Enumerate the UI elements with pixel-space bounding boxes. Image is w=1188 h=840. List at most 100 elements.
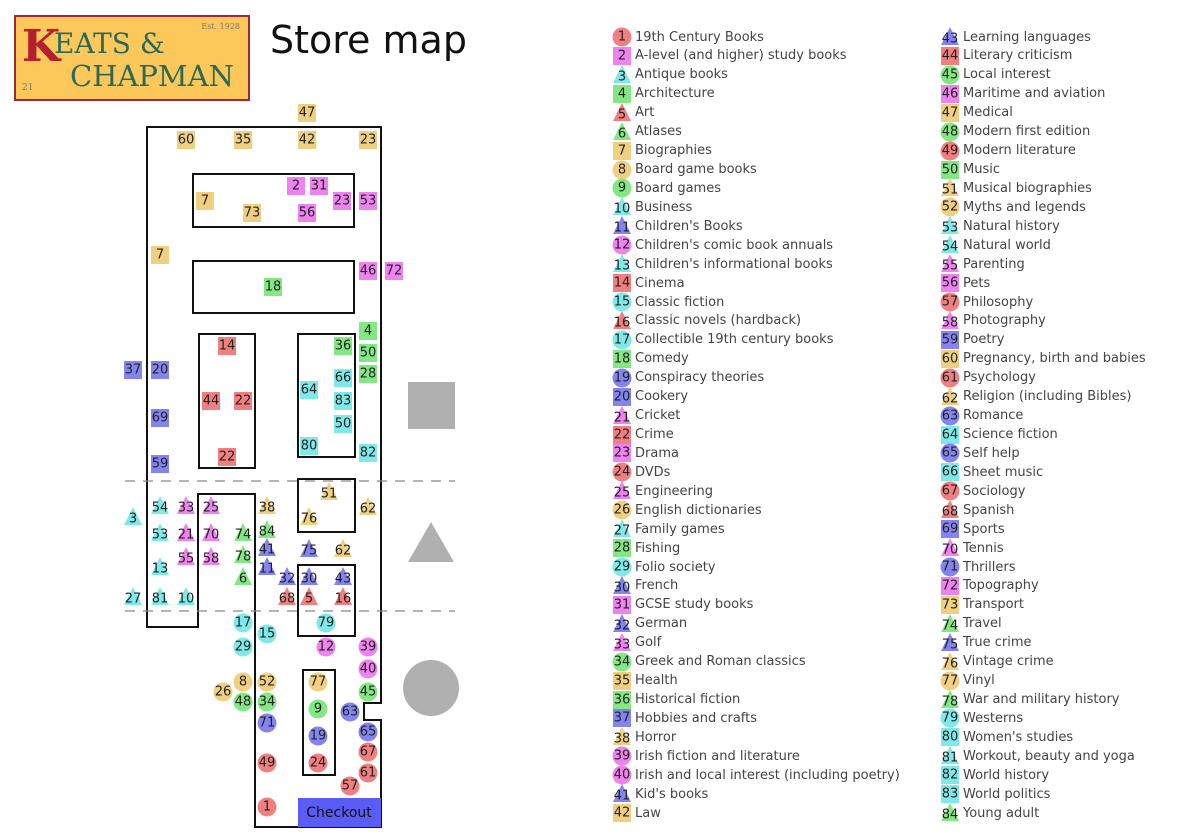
map-marker-64[interactable]: 64 bbox=[300, 381, 318, 399]
square-marker-icon bbox=[941, 766, 959, 785]
map-marker-19[interactable]: 19 bbox=[308, 726, 328, 746]
map-marker-3[interactable]: 3 bbox=[124, 507, 142, 527]
map-marker-12[interactable]: 12 bbox=[316, 637, 336, 657]
map-marker-41[interactable]: 41 bbox=[258, 538, 276, 558]
map-marker-28[interactable]: 28 bbox=[359, 365, 377, 383]
map-marker-53[interactable]: 53 bbox=[151, 523, 169, 543]
map-marker-7[interactable]: 7 bbox=[151, 246, 169, 264]
map-marker-25[interactable]: 25 bbox=[202, 496, 220, 516]
map-marker-27[interactable]: 27 bbox=[124, 587, 142, 607]
map-marker-10[interactable]: 10 bbox=[177, 587, 195, 607]
map-marker-13[interactable]: 13 bbox=[151, 557, 169, 577]
map-marker-1[interactable]: 1 bbox=[257, 797, 277, 817]
map-marker-58[interactable]: 58 bbox=[202, 547, 220, 567]
map-marker-81[interactable]: 81 bbox=[151, 587, 169, 607]
map-marker-84[interactable]: 84 bbox=[258, 520, 276, 540]
map-marker-68[interactable]: 68 bbox=[278, 587, 296, 607]
map-marker-18[interactable]: 18 bbox=[264, 278, 282, 296]
map-marker-15[interactable]: 15 bbox=[257, 624, 277, 644]
map-marker-82[interactable]: 82 bbox=[359, 444, 377, 462]
map-marker-38[interactable]: 38 bbox=[258, 496, 276, 516]
map-marker-71[interactable]: 71 bbox=[257, 713, 277, 733]
map-marker-11[interactable]: 11 bbox=[258, 557, 276, 577]
map-marker-39[interactable]: 39 bbox=[358, 637, 378, 657]
map-marker-48[interactable]: 48 bbox=[233, 692, 253, 712]
map-marker-26[interactable]: 26 bbox=[213, 682, 233, 702]
map-marker-74[interactable]: 74 bbox=[234, 523, 252, 543]
map-marker-77[interactable]: 77 bbox=[308, 672, 328, 692]
map-marker-49[interactable]: 49 bbox=[257, 753, 277, 773]
map-marker-51[interactable]: 51 bbox=[320, 482, 338, 502]
map-marker-43[interactable]: 43 bbox=[334, 567, 352, 587]
checkout-counter[interactable]: Checkout bbox=[298, 798, 381, 827]
map-marker-46[interactable]: 46 bbox=[359, 262, 377, 280]
map-marker-83[interactable]: 83 bbox=[334, 392, 352, 410]
map-marker-50[interactable]: 50 bbox=[359, 344, 377, 362]
map-marker-75[interactable]: 75 bbox=[300, 539, 318, 559]
map-marker-22[interactable]: 22 bbox=[234, 392, 252, 410]
map-marker-63[interactable]: 63 bbox=[340, 702, 360, 722]
map-marker-21[interactable]: 21 bbox=[177, 523, 195, 543]
map-marker-69[interactable]: 69 bbox=[151, 409, 169, 427]
map-marker-17[interactable]: 17 bbox=[233, 613, 253, 633]
map-marker-70[interactable]: 70 bbox=[202, 523, 220, 543]
map-marker-80[interactable]: 80 bbox=[300, 437, 318, 455]
map-marker-5[interactable]: 5 bbox=[300, 587, 318, 607]
map-marker-59[interactable]: 59 bbox=[151, 455, 169, 473]
map-marker-36[interactable]: 36 bbox=[334, 337, 352, 355]
map-marker-8[interactable]: 8 bbox=[233, 672, 253, 692]
map-marker-37[interactable]: 37 bbox=[124, 361, 142, 379]
triangle-marker-icon bbox=[151, 587, 169, 605]
triangle-marker-icon bbox=[177, 587, 195, 605]
map-marker-65[interactable]: 65 bbox=[358, 722, 378, 742]
map-marker-76[interactable]: 76 bbox=[300, 507, 318, 527]
map-marker-14[interactable]: 14 bbox=[218, 337, 236, 355]
legend-marker-icon: 74 bbox=[941, 613, 959, 633]
map-marker-42[interactable]: 42 bbox=[298, 131, 316, 149]
map-marker-35[interactable]: 35 bbox=[234, 131, 252, 149]
map-marker-30[interactable]: 30 bbox=[300, 567, 318, 587]
legend-marker-icon: 67 bbox=[940, 481, 960, 501]
map-marker-32[interactable]: 32 bbox=[278, 567, 296, 587]
map-marker-72[interactable]: 72 bbox=[385, 262, 403, 280]
map-marker-67[interactable]: 67 bbox=[358, 742, 378, 762]
map-marker-24[interactable]: 24 bbox=[308, 753, 328, 773]
map-marker-55[interactable]: 55 bbox=[177, 547, 195, 567]
map-marker-66[interactable]: 66 bbox=[334, 369, 352, 387]
map-marker-34[interactable]: 34 bbox=[257, 692, 277, 712]
map-marker-31[interactable]: 31 bbox=[310, 177, 328, 195]
map-marker-61[interactable]: 61 bbox=[358, 763, 378, 783]
map-marker-52[interactable]: 52 bbox=[257, 672, 277, 692]
map-marker-62[interactable]: 62 bbox=[359, 497, 377, 517]
map-marker-40[interactable]: 40 bbox=[358, 659, 378, 679]
map-marker-23[interactable]: 23 bbox=[333, 192, 351, 210]
legend-label: Westerns bbox=[963, 710, 1024, 726]
map-marker-56[interactable]: 56 bbox=[298, 204, 316, 222]
map-marker-20[interactable]: 20 bbox=[151, 361, 169, 379]
map-marker-29[interactable]: 29 bbox=[233, 637, 253, 657]
map-marker-53[interactable]: 53 bbox=[359, 192, 377, 210]
map-marker-6[interactable]: 6 bbox=[234, 567, 252, 587]
map-marker-73[interactable]: 73 bbox=[243, 204, 261, 222]
map-marker-57[interactable]: 57 bbox=[340, 776, 360, 796]
map-marker-9[interactable]: 9 bbox=[308, 699, 328, 719]
square-marker-icon bbox=[333, 192, 351, 210]
map-marker-33[interactable]: 33 bbox=[177, 496, 195, 516]
map-marker-54[interactable]: 54 bbox=[151, 496, 169, 516]
map-marker-22[interactable]: 22 bbox=[218, 448, 236, 466]
map-marker-60[interactable]: 60 bbox=[177, 131, 195, 149]
map-marker-4[interactable]: 4 bbox=[359, 322, 377, 340]
map-marker-45[interactable]: 45 bbox=[358, 682, 378, 702]
map-marker-23[interactable]: 23 bbox=[359, 131, 377, 149]
map-marker-44[interactable]: 44 bbox=[202, 392, 220, 410]
map-marker-62[interactable]: 62 bbox=[334, 539, 352, 559]
map-marker-2[interactable]: 2 bbox=[287, 177, 305, 195]
map-marker-79[interactable]: 79 bbox=[316, 613, 336, 633]
map-marker-16[interactable]: 16 bbox=[334, 587, 352, 607]
map-marker-50[interactable]: 50 bbox=[334, 415, 352, 433]
map-marker-78[interactable]: 78 bbox=[234, 545, 252, 565]
map-marker-7[interactable]: 7 bbox=[196, 192, 214, 210]
map-marker-47[interactable]: 47 bbox=[298, 104, 316, 122]
